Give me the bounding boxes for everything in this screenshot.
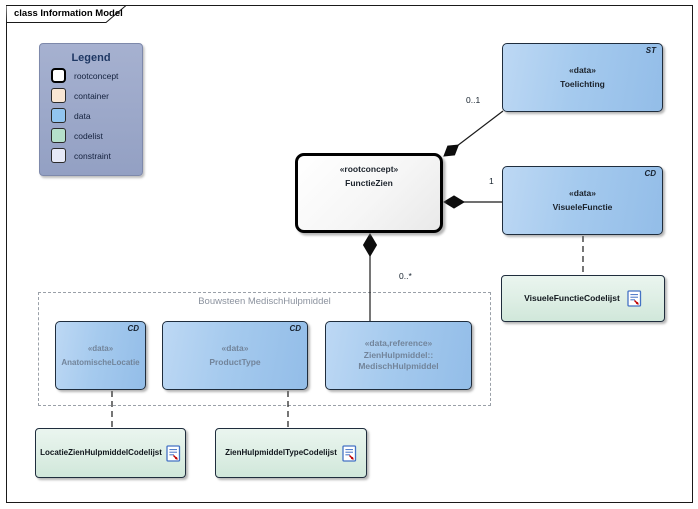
stereotype-label: «rootconcept»: [339, 164, 399, 174]
group-bouwsteen-medischhulpmiddel[interactable]: Bouwsteen MedischHulpmiddel: [38, 292, 491, 406]
data-swatch-icon: [51, 108, 66, 123]
codelist-name: VisueleFunctieCodelijst: [524, 292, 620, 303]
stereotype-label: «data»: [87, 344, 114, 354]
legend-item-constraint: constraint: [51, 148, 142, 163]
multiplicity-label: 0..*: [399, 271, 412, 281]
stereotype-label: «data,reference»: [364, 337, 433, 348]
document-icon: [166, 444, 181, 462]
class-toelichting[interactable]: ST «data» Toelichting: [502, 43, 663, 112]
document-icon: [627, 290, 642, 307]
legend-item-container: container: [51, 88, 142, 103]
legend-panel[interactable]: Legend rootconcept container data codeli…: [39, 43, 143, 176]
class-visuelefunctie[interactable]: CD «data» VisueleFunctie: [502, 166, 663, 235]
legend-item-label: codelist: [74, 130, 103, 141]
group-label: Bouwsteen MedischHulpmiddel: [198, 296, 331, 307]
rootconcept-swatch-icon: [51, 68, 66, 83]
class-name: VisueleFunctie: [552, 201, 613, 212]
codelist-locatiezienhulpmiddel[interactable]: LocatieZienHulpmiddelCodelijst: [35, 428, 186, 478]
datatype-tag: ST: [645, 46, 656, 55]
class-name: ProductType: [209, 356, 261, 367]
class-qualifier: ZienHulpmiddel::: [363, 349, 434, 360]
legend-item-data: data: [51, 108, 142, 123]
legend-item-label: data: [74, 110, 91, 121]
legend-item-label: constraint: [74, 150, 111, 161]
legend-item-rootconcept: rootconcept: [51, 68, 142, 83]
stereotype-label: «data»: [221, 342, 249, 353]
class-name: AnatomischeLocatie: [61, 357, 140, 367]
datatype-tag: CD: [127, 324, 139, 333]
diagram-title: class Information Model: [14, 8, 123, 19]
datatype-tag: CD: [289, 324, 301, 333]
legend-item-codelist: codelist: [51, 128, 142, 143]
legend-title: Legend: [71, 52, 111, 64]
diagram-frame-border: [6, 5, 693, 503]
class-name: Toelichting: [560, 78, 605, 89]
multiplicity-label: 0..1: [466, 95, 481, 105]
stereotype-label: «data»: [569, 64, 596, 75]
class-medischhulpmiddel[interactable]: «data,reference» ZienHulpmiddel:: Medisc…: [325, 321, 472, 390]
document-icon: [342, 444, 357, 462]
codelist-swatch-icon: [51, 128, 66, 143]
codelist-visuelefunctie[interactable]: VisueleFunctieCodelijst: [501, 275, 665, 322]
codelist-name: ZienHulpmiddelTypeCodelijst: [225, 448, 337, 458]
stereotype-label: «data»: [569, 187, 596, 198]
codelist-name: LocatieZienHulpmiddelCodelijst: [40, 448, 162, 458]
legend-item-label: container: [74, 90, 109, 101]
datatype-tag: CD: [644, 169, 656, 178]
frame-tab-shape: [6, 5, 128, 23]
class-functiezien[interactable]: «rootconcept» FunctieZien: [295, 153, 443, 233]
class-producttype[interactable]: CD «data» ProductType: [162, 321, 308, 390]
legend-item-label: rootconcept: [74, 70, 119, 81]
container-swatch-icon: [51, 88, 66, 103]
class-anatomischelocatie[interactable]: CD «data» AnatomischeLocatie: [55, 321, 146, 390]
codelist-zienhulpmiddeltype[interactable]: ZienHulpmiddelTypeCodelijst: [215, 428, 367, 478]
class-name: MedischHulpmiddel: [358, 361, 439, 372]
constraint-swatch-icon: [51, 148, 66, 163]
class-name: FunctieZien: [345, 177, 393, 188]
multiplicity-label: 1: [489, 176, 494, 186]
